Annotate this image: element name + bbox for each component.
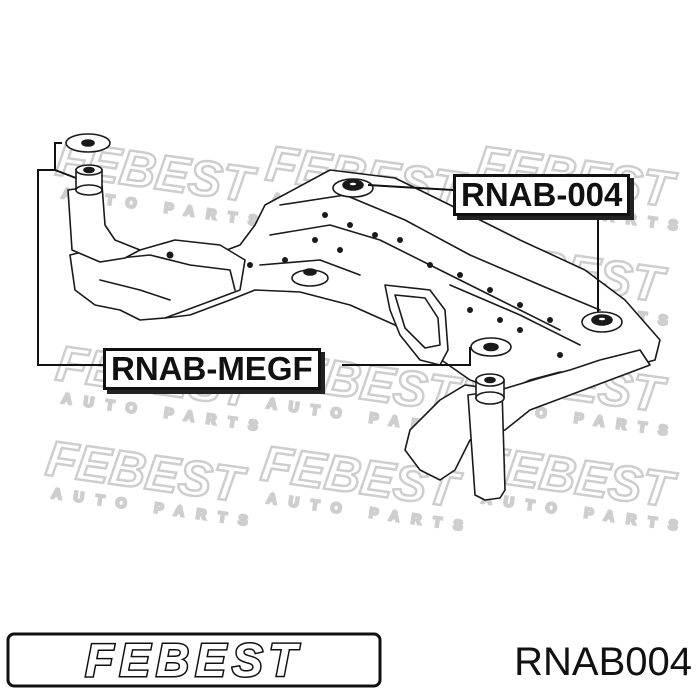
subframe-ribs bbox=[259, 194, 601, 346]
leader-lines bbox=[37, 142, 599, 366]
subframe-bracket-inner bbox=[394, 294, 441, 349]
bushings bbox=[65, 133, 623, 405]
logo-text: FEBEST bbox=[85, 634, 302, 686]
subframe-holes bbox=[166, 212, 563, 358]
watermark-tile: FEBEST AUTO PARTS bbox=[42, 429, 262, 531]
leader-left-bracket-tick bbox=[54, 169, 77, 179]
bushing-rnab-megf-lower bbox=[475, 373, 505, 405]
subframe bbox=[67, 169, 661, 501]
logo-frame bbox=[6, 632, 382, 688]
callout-rnab-megf: RNAB-MEGF bbox=[103, 348, 321, 390]
leader-left-bracket bbox=[37, 142, 104, 366]
bushing-middle bbox=[291, 268, 329, 287]
leader-rnab-megf bbox=[342, 347, 471, 366]
febest-logo: FEBEST bbox=[6, 632, 382, 688]
bushing-left bbox=[75, 164, 103, 196]
part-number: RNAB004 bbox=[514, 640, 692, 684]
bushing-washer-top-left bbox=[65, 133, 111, 153]
left-upright bbox=[67, 184, 141, 263]
leader-rnab-004 bbox=[367, 184, 454, 191]
bushing-rnab-004-top bbox=[332, 178, 374, 198]
callout-rnab-004: RNAB-004 bbox=[453, 174, 631, 216]
subframe-left-panel bbox=[99, 254, 236, 301]
bushing-rnab-megf-upper bbox=[470, 337, 512, 357]
bushing-rnab-004-right bbox=[581, 311, 623, 333]
front-upright bbox=[467, 389, 506, 501]
